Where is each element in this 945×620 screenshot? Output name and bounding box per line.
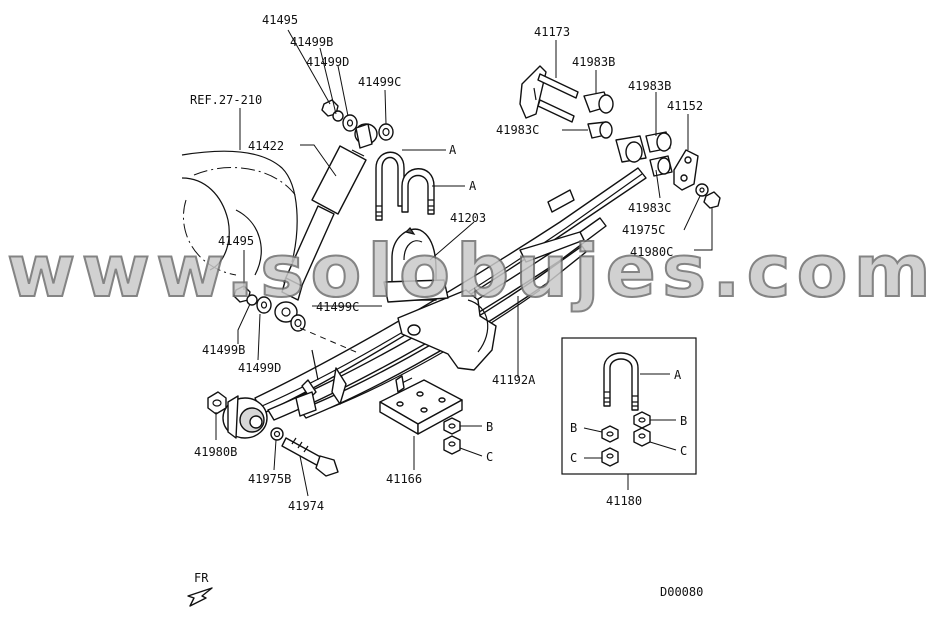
label-41166: 41166 [386,472,422,486]
diagram-code: D00080 [660,585,703,599]
kit-label-c-left: C [570,451,577,465]
front-direction-indicator: FR [187,571,213,607]
leaf-spring [254,167,647,421]
frame-outline [181,150,298,276]
shackle-41173 [519,65,579,123]
shock-absorber-41422 [274,123,378,323]
spring-pad-41203 [383,227,449,303]
label-41422: 41422 [248,139,284,153]
kit-label-b-right: B [680,414,687,428]
washer-41499b-bottom [246,294,258,306]
kit-nut-c-right [633,427,651,447]
label-41192a: 41192A [492,373,536,387]
washer-41499d-bottom [256,296,272,314]
label-a-1: A [449,143,457,157]
label-41152: 41152 [667,99,703,113]
label-41983c-2: 41983C [628,201,671,215]
kit-label-a: A [674,368,682,382]
axle-housing [397,289,497,371]
kit-box-41180: A B B C C 41180 [561,337,697,508]
nut-c-mid [443,435,461,455]
fr-label: FR [194,571,209,585]
label-41499b-top: 41499B [290,35,333,49]
label-41975c: 41975C [622,223,665,237]
label-41499c-top: 41499C [358,75,401,89]
bushing-41499c-bottom [290,314,306,332]
spring-plate-41166 [379,375,463,435]
bushing-41983b-1 [583,91,614,114]
label-41983b-2: 41983B [628,79,671,93]
watermark: www.solobujes.com [6,228,937,314]
nut-41980c [703,191,721,209]
label-41499c-bottom: 41499C [316,300,359,314]
bushing-41499c-top [378,123,394,141]
label-41495-bottom: 41495 [218,234,254,248]
nut-41980b [207,391,227,415]
label-a-2: A [469,179,477,193]
kit-label-b-left: B [570,421,577,435]
label-c-mid: C [486,450,493,464]
leader-lines [215,29,713,497]
washer-41975c [695,183,709,197]
washer-41975b [270,427,284,441]
kit-u-bolt [603,352,639,411]
bushing-41983b-2 [645,131,672,153]
label-41173: 41173 [534,25,570,39]
label-41203: 41203 [450,211,486,225]
washer-41499d-top [342,114,358,132]
label-41980b: 41980B [194,445,237,459]
u-bolt-a-2 [401,168,435,215]
bushing-41983c-2 [649,155,673,177]
watermark-text: www.solobujes.com [7,229,937,313]
bushing-41983c-1 [587,121,613,139]
nut-b-mid [443,417,461,435]
rear-eye-bushing [615,135,647,163]
kit-label-c-right: C [680,444,687,458]
label-41180: 41180 [606,494,642,508]
front-eye-bushing [222,395,268,439]
kit-nut-b-left [601,425,619,443]
label-41980c: 41980C [630,245,673,259]
label-41983b-1: 41983B [572,55,615,69]
fr-arrow-icon [187,587,213,607]
label-41975b: 41975B [248,472,291,486]
label-41974: 41974 [288,499,324,513]
label-b-mid: B [486,420,493,434]
label-41499b-bottom: 41499B [202,343,245,357]
kit-nut-c-left [601,447,619,467]
label-41499d-bottom: 41499D [238,361,281,375]
label-ref-27-210: REF.27-210 [190,93,262,107]
label-41495-top: 41495 [262,13,298,27]
kit-nut-b-right [633,411,651,429]
callout-labels: 41495 41499B 41499D 41499C REF.27-210 41… [190,13,703,513]
label-41983c-1: 41983C [496,123,539,137]
shackle-plate-41152 [673,149,699,191]
u-bolt-a-1 [375,151,405,221]
washer-41499b-top [332,110,344,122]
bolt-41974 [281,437,339,477]
label-41499d-top: 41499D [306,55,349,69]
